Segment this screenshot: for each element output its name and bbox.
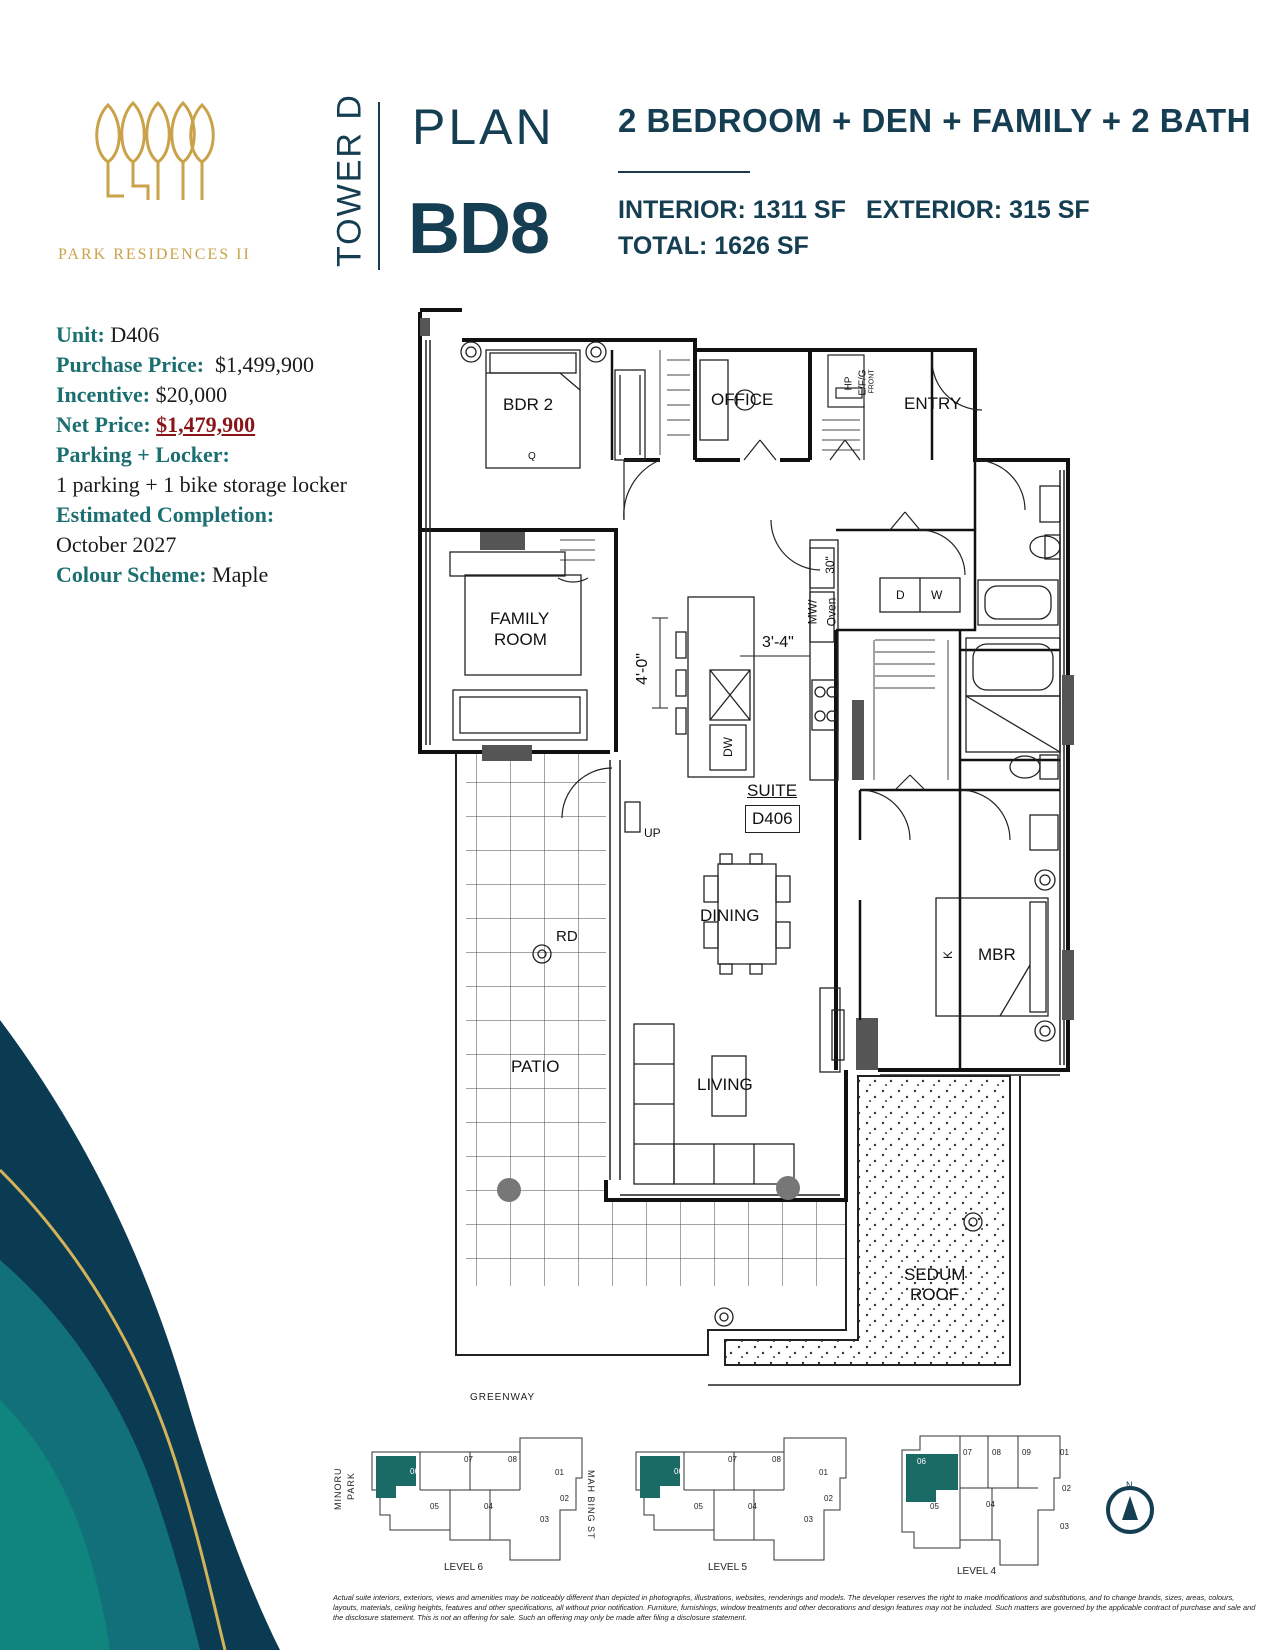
logo-trees-icon [95, 100, 215, 200]
unit-value: D406 [110, 322, 160, 347]
l5-unit-03: 03 [804, 1515, 813, 1524]
room-patio: PATIO [511, 1057, 560, 1076]
room-mbr: MBR [978, 945, 1016, 964]
plan-code: BD8 [408, 189, 550, 269]
decorative-swoosh [0, 1020, 280, 1650]
dim-4-0: 4'-0" [633, 653, 651, 685]
room-entry: ENTRY [904, 394, 962, 413]
bed-size-k: K [941, 950, 956, 960]
keyplan-unit06-l4 [906, 1454, 958, 1502]
street-greenway: GREENWAY [470, 1392, 536, 1403]
keyplan-level4: LEVEL 4 [957, 1566, 997, 1577]
l6-unit-04: 04 [484, 1502, 493, 1511]
label-oven: Oven [824, 597, 839, 627]
disclaimer: Actual suite interiors, exteriors, views… [333, 1593, 1256, 1622]
l4-unit-04: 04 [986, 1500, 995, 1509]
street-mah-bing: MAH BING ST [586, 1470, 596, 1540]
l4-unit-03: 03 [1060, 1522, 1069, 1531]
l4-unit-05: 05 [930, 1502, 939, 1511]
label-mw: MW/ [805, 599, 820, 625]
completion-value: October 2027 [56, 532, 177, 557]
incentive-label: Incentive: [56, 382, 151, 407]
label-30: 30" [822, 556, 837, 574]
label-efg: E/F/G [857, 369, 869, 396]
l5-unit-05: 05 [694, 1502, 703, 1511]
l6-unit-07: 07 [464, 1455, 473, 1464]
label-front: FRONT [868, 369, 876, 394]
l4-unit-09: 09 [1022, 1448, 1031, 1457]
price-value: $1,499,900 [215, 352, 315, 377]
dim-3-4: 3'-4" [762, 634, 794, 651]
sedum-roof [724, 1075, 1011, 1366]
total-area: TOTAL: 1626 SF [618, 232, 809, 260]
suite-number: D406 [745, 805, 800, 833]
net-label: Net Price: [56, 412, 151, 437]
plan-title: 2 BEDROOM + DEN + FAMILY + 2 BATH [618, 102, 1251, 139]
l6-unit-02: 02 [560, 1494, 569, 1503]
keyplan-unit06-l5 [640, 1456, 680, 1498]
l6-unit-08: 08 [508, 1455, 517, 1464]
l6-unit-03: 03 [540, 1515, 549, 1524]
label-up: UP [644, 826, 661, 840]
exterior-area: EXTERIOR: 315 SF [866, 196, 1090, 224]
l5-unit-07: 07 [728, 1455, 737, 1464]
patio-tiles [466, 752, 606, 1200]
keyplan-level5: LEVEL 5 [708, 1562, 748, 1573]
l4-unit-07: 07 [963, 1448, 972, 1457]
l4-unit-02: 02 [1062, 1484, 1071, 1493]
unit-label: Unit: [56, 322, 105, 347]
parking-label: Parking + Locker: [56, 442, 230, 467]
room-family: FAMILY [490, 609, 550, 628]
room-living: LIVING [697, 1075, 753, 1094]
l5-unit-06: 06 [674, 1467, 683, 1476]
patio-tiles-bottom [466, 1200, 846, 1286]
room-roof: ROOF [910, 1285, 960, 1304]
l5-unit-04: 04 [748, 1502, 757, 1511]
street-park: PARK [346, 1472, 356, 1500]
l4-unit-06: 06 [917, 1457, 926, 1466]
scheme-label: Colour Scheme: [56, 562, 207, 587]
l4-unit-01: 01 [1060, 1448, 1069, 1457]
title-rule [618, 171, 750, 173]
key-plans [371, 1435, 1154, 1566]
parking-value: 1 parking + 1 bike storage locker [56, 472, 347, 497]
brand-name: PARK RESIDENCES II [58, 246, 251, 263]
keyplan-unit06-l6 [376, 1456, 416, 1498]
label-washer: W [931, 588, 943, 602]
l6-unit-05: 05 [430, 1502, 439, 1511]
interior-area: INTERIOR: 1311 SF [618, 196, 846, 224]
north-label: N [1126, 1480, 1133, 1490]
completion-label: Estimated Completion: [56, 502, 275, 527]
l4-unit-08: 08 [992, 1448, 1001, 1457]
label-dishwasher: DW [721, 737, 735, 757]
plan-word: PLAN [412, 99, 555, 155]
room-office: OFFICE [711, 390, 774, 409]
street-minoru: MINORU [333, 1467, 343, 1511]
room-family-2: ROOM [494, 630, 547, 649]
l5-unit-01: 01 [819, 1468, 828, 1477]
label-dryer: D [896, 588, 905, 602]
l5-unit-02: 02 [824, 1494, 833, 1503]
l6-unit-06: 06 [410, 1467, 419, 1476]
floor-plan [418, 308, 1074, 1386]
suite-label: SUITE [747, 781, 798, 800]
label-roof-drain: RD [556, 928, 578, 945]
room-bdr2: BDR 2 [503, 395, 554, 414]
keyplan-level6: LEVEL 6 [444, 1562, 484, 1573]
net-value: $1,479,900 [156, 412, 256, 437]
room-sedum: SEDUM [904, 1265, 966, 1284]
price-label: Purchase Price: [56, 352, 205, 377]
incentive-value: $20,000 [155, 382, 228, 407]
unit-info: Unit: D406 Purchase Price: $1,499,900 In… [56, 320, 356, 590]
label-hp: HP [843, 376, 855, 391]
scheme-value: Maple [212, 562, 269, 587]
l5-unit-08: 08 [772, 1455, 781, 1464]
bed-size-q: Q [528, 451, 536, 462]
l6-unit-01: 01 [555, 1468, 564, 1477]
header-divider [378, 102, 380, 270]
room-dining: DINING [700, 906, 760, 925]
